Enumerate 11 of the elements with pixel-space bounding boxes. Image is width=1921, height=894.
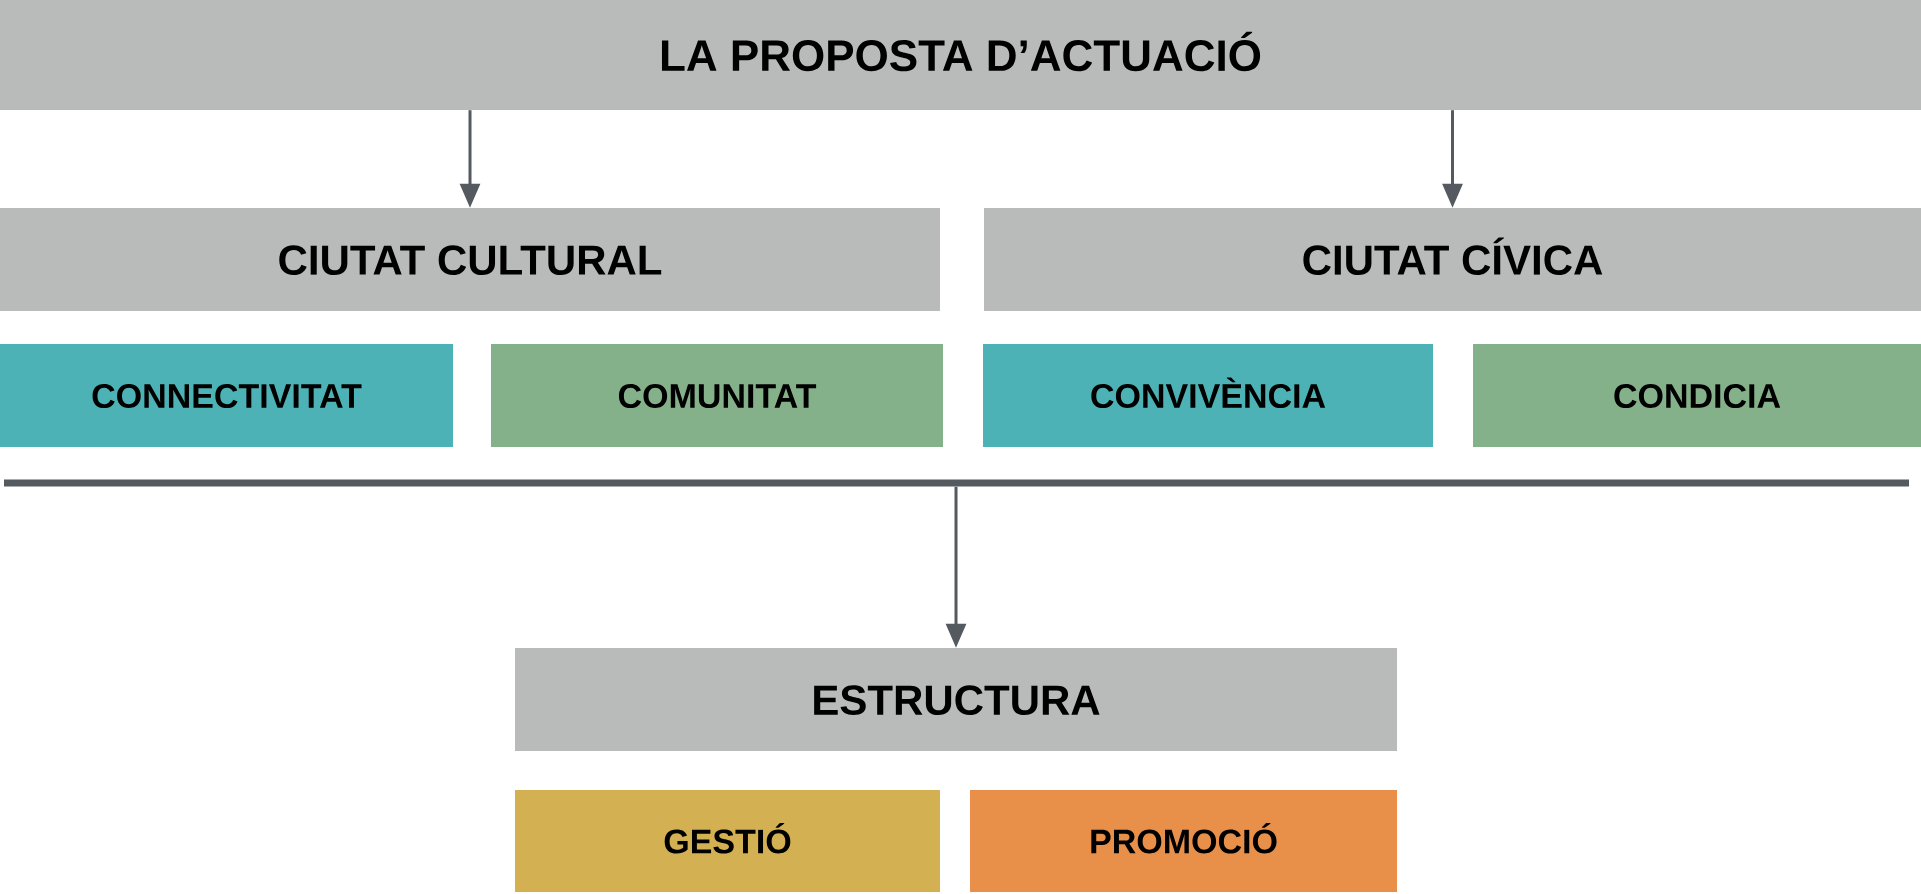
item-box: GESTIÓ	[515, 790, 940, 892]
category-box: ESTRUCTURA	[515, 648, 1397, 751]
item-box: PROMOCIÓ	[970, 790, 1397, 892]
item-box: CONVIVÈNCIA	[983, 344, 1433, 447]
item-box: CONDICIA	[1473, 344, 1921, 447]
item-box: COMUNITAT	[491, 344, 943, 447]
divider-bar	[4, 479, 1909, 487]
category-box: CIUTAT CÍVICA	[984, 208, 1921, 311]
item-box: CONNECTIVITAT	[0, 344, 453, 447]
category-box: CIUTAT CULTURAL	[0, 208, 940, 311]
heading-box: LA PROPOSTA D’ACTUACIÓ	[0, 0, 1921, 110]
